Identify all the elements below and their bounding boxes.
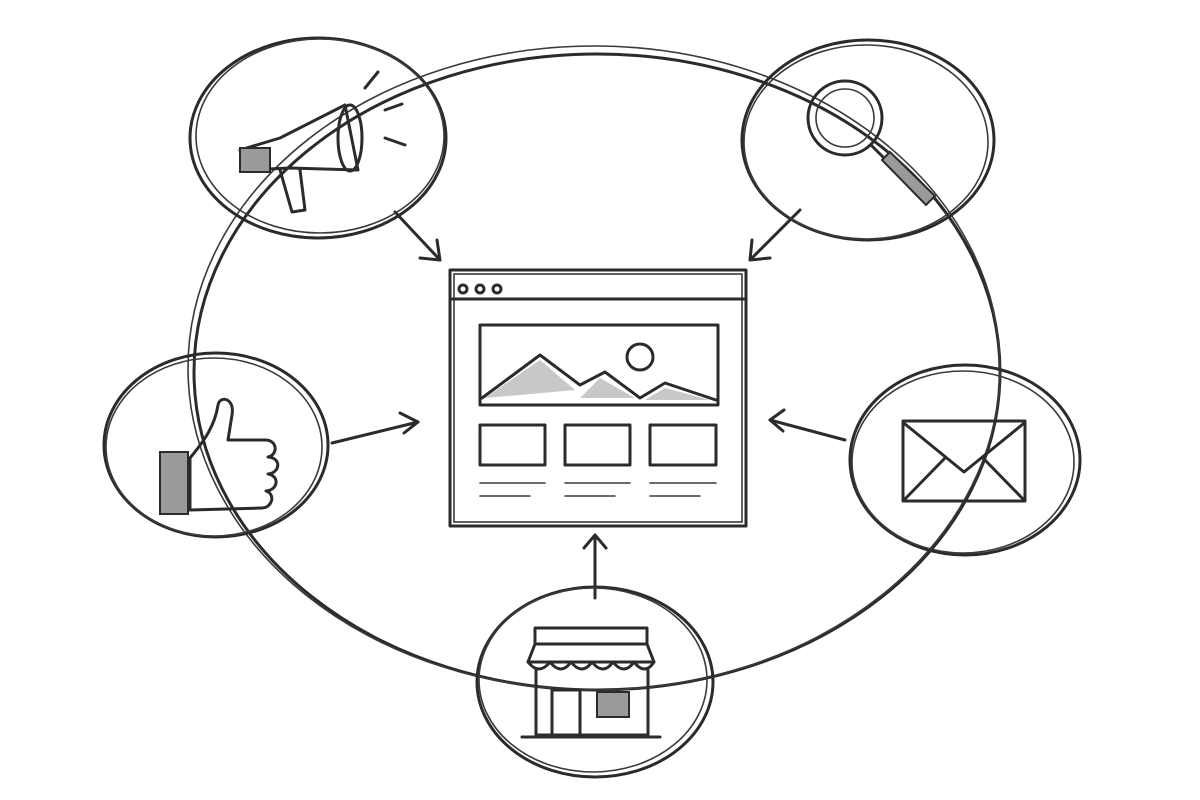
- node-thumbs-up: [102, 351, 330, 539]
- magnifying-glass-icon: [806, 79, 937, 207]
- megaphone-icon: [238, 70, 407, 214]
- node-store: [475, 585, 715, 779]
- arrow-search-to-browser: [748, 208, 802, 262]
- image-placeholder-icon: [478, 323, 720, 407]
- node-search: [740, 38, 996, 242]
- arrow-megaphone-to-browser: [393, 210, 442, 262]
- arrow-mail-to-browser: [768, 408, 847, 442]
- browser-window-icon: [448, 268, 748, 528]
- arrow-thumbsup-to-browser: [330, 411, 420, 445]
- node-mail: [848, 363, 1082, 557]
- content-block: [648, 423, 718, 467]
- node-megaphone: [188, 36, 448, 240]
- content-block: [563, 423, 632, 467]
- thumbs-up-icon: [159, 397, 280, 515]
- envelope-icon: [901, 419, 1027, 503]
- storefront-icon: [520, 626, 662, 739]
- content-block: [478, 423, 547, 467]
